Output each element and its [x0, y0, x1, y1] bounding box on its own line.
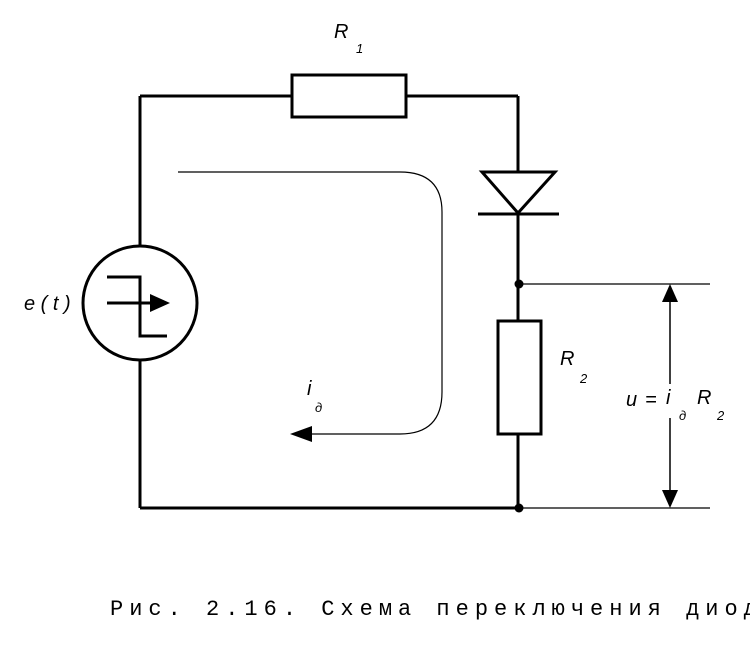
r1-subscript: 1: [356, 41, 363, 56]
current-path-line: [178, 171, 443, 435]
voltage-i: i: [666, 387, 671, 409]
voltage-equals: =: [645, 389, 657, 411]
r2-subscript: 2: [579, 371, 588, 386]
voltage-arrow: [662, 284, 678, 508]
voltage-reference-lines: [519, 283, 710, 509]
step-waveform-icon: [107, 275, 167, 338]
current-letter: i: [307, 378, 312, 400]
voltage-arrow-head-down: [662, 490, 678, 508]
diode: [478, 170, 559, 216]
current-arrow-head: [290, 426, 312, 442]
r1-letter: R: [334, 21, 348, 43]
resistor-r2: [496, 319, 543, 436]
voltage-i-subscript: д: [679, 408, 686, 423]
current-subscript: д: [315, 400, 322, 415]
voltage-source: [81, 244, 199, 362]
r2-letter: R: [560, 348, 574, 370]
voltage-arrow-head-up: [662, 284, 678, 302]
source-label: e ( t ): [24, 293, 71, 315]
resistor-r1: [290, 73, 408, 119]
voltage-r: R: [697, 387, 711, 409]
voltage-r-subscript: 2: [716, 408, 725, 423]
source-arrow-head: [150, 294, 170, 312]
voltage-u: u: [626, 389, 637, 411]
wires: [138, 94, 520, 510]
diode-triangle: [478, 170, 559, 216]
figure-caption: Рис. 2.16. Схема переключения диода.: [110, 597, 750, 622]
